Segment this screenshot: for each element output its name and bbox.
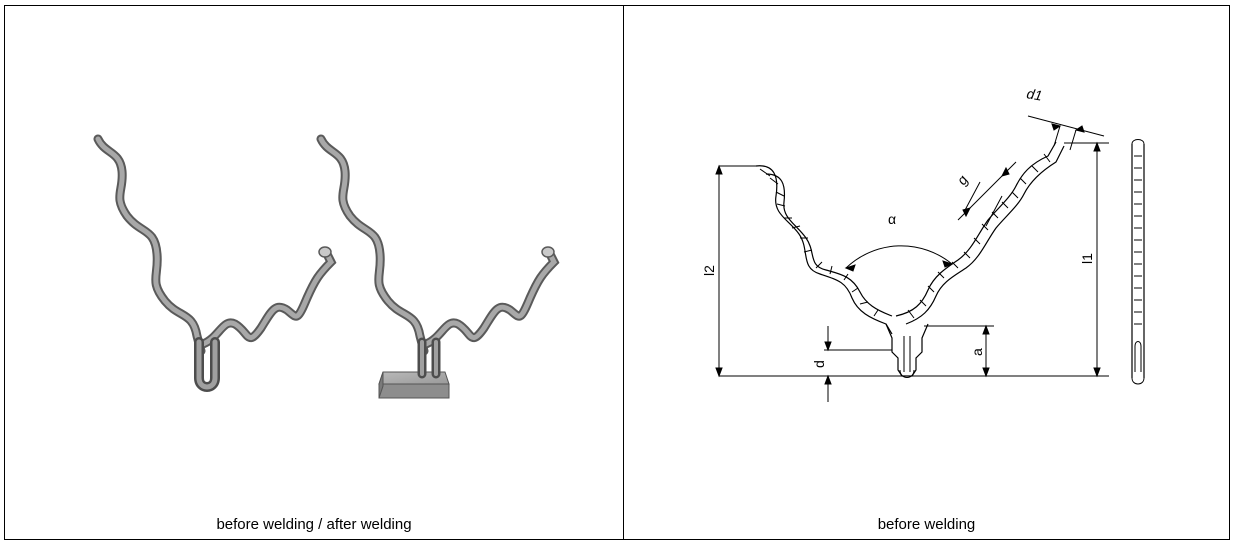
anchor-before-welding: [93, 134, 337, 392]
label-d1: d1: [1025, 85, 1043, 103]
label-l2: l2: [701, 265, 717, 276]
anchor-after-welding: [316, 134, 560, 399]
label-alpha: α: [888, 211, 896, 227]
caption-left: before welding / after welding: [216, 516, 412, 533]
panel-3d-views: before welding / after welding: [4, 5, 624, 540]
label-a: a: [969, 348, 985, 356]
panel-technical-drawing: d1 g α l2 l1 a d before welding: [623, 5, 1230, 540]
anchor-dimension-drawing: d1 g α l2 l1 a d: [701, 85, 1145, 402]
label-d: d: [811, 360, 827, 368]
label-g: g: [953, 172, 971, 188]
caption-right: before welding: [877, 516, 976, 533]
label-l1: l1: [1079, 253, 1095, 264]
anchor-3d-illustrations: [93, 134, 560, 399]
